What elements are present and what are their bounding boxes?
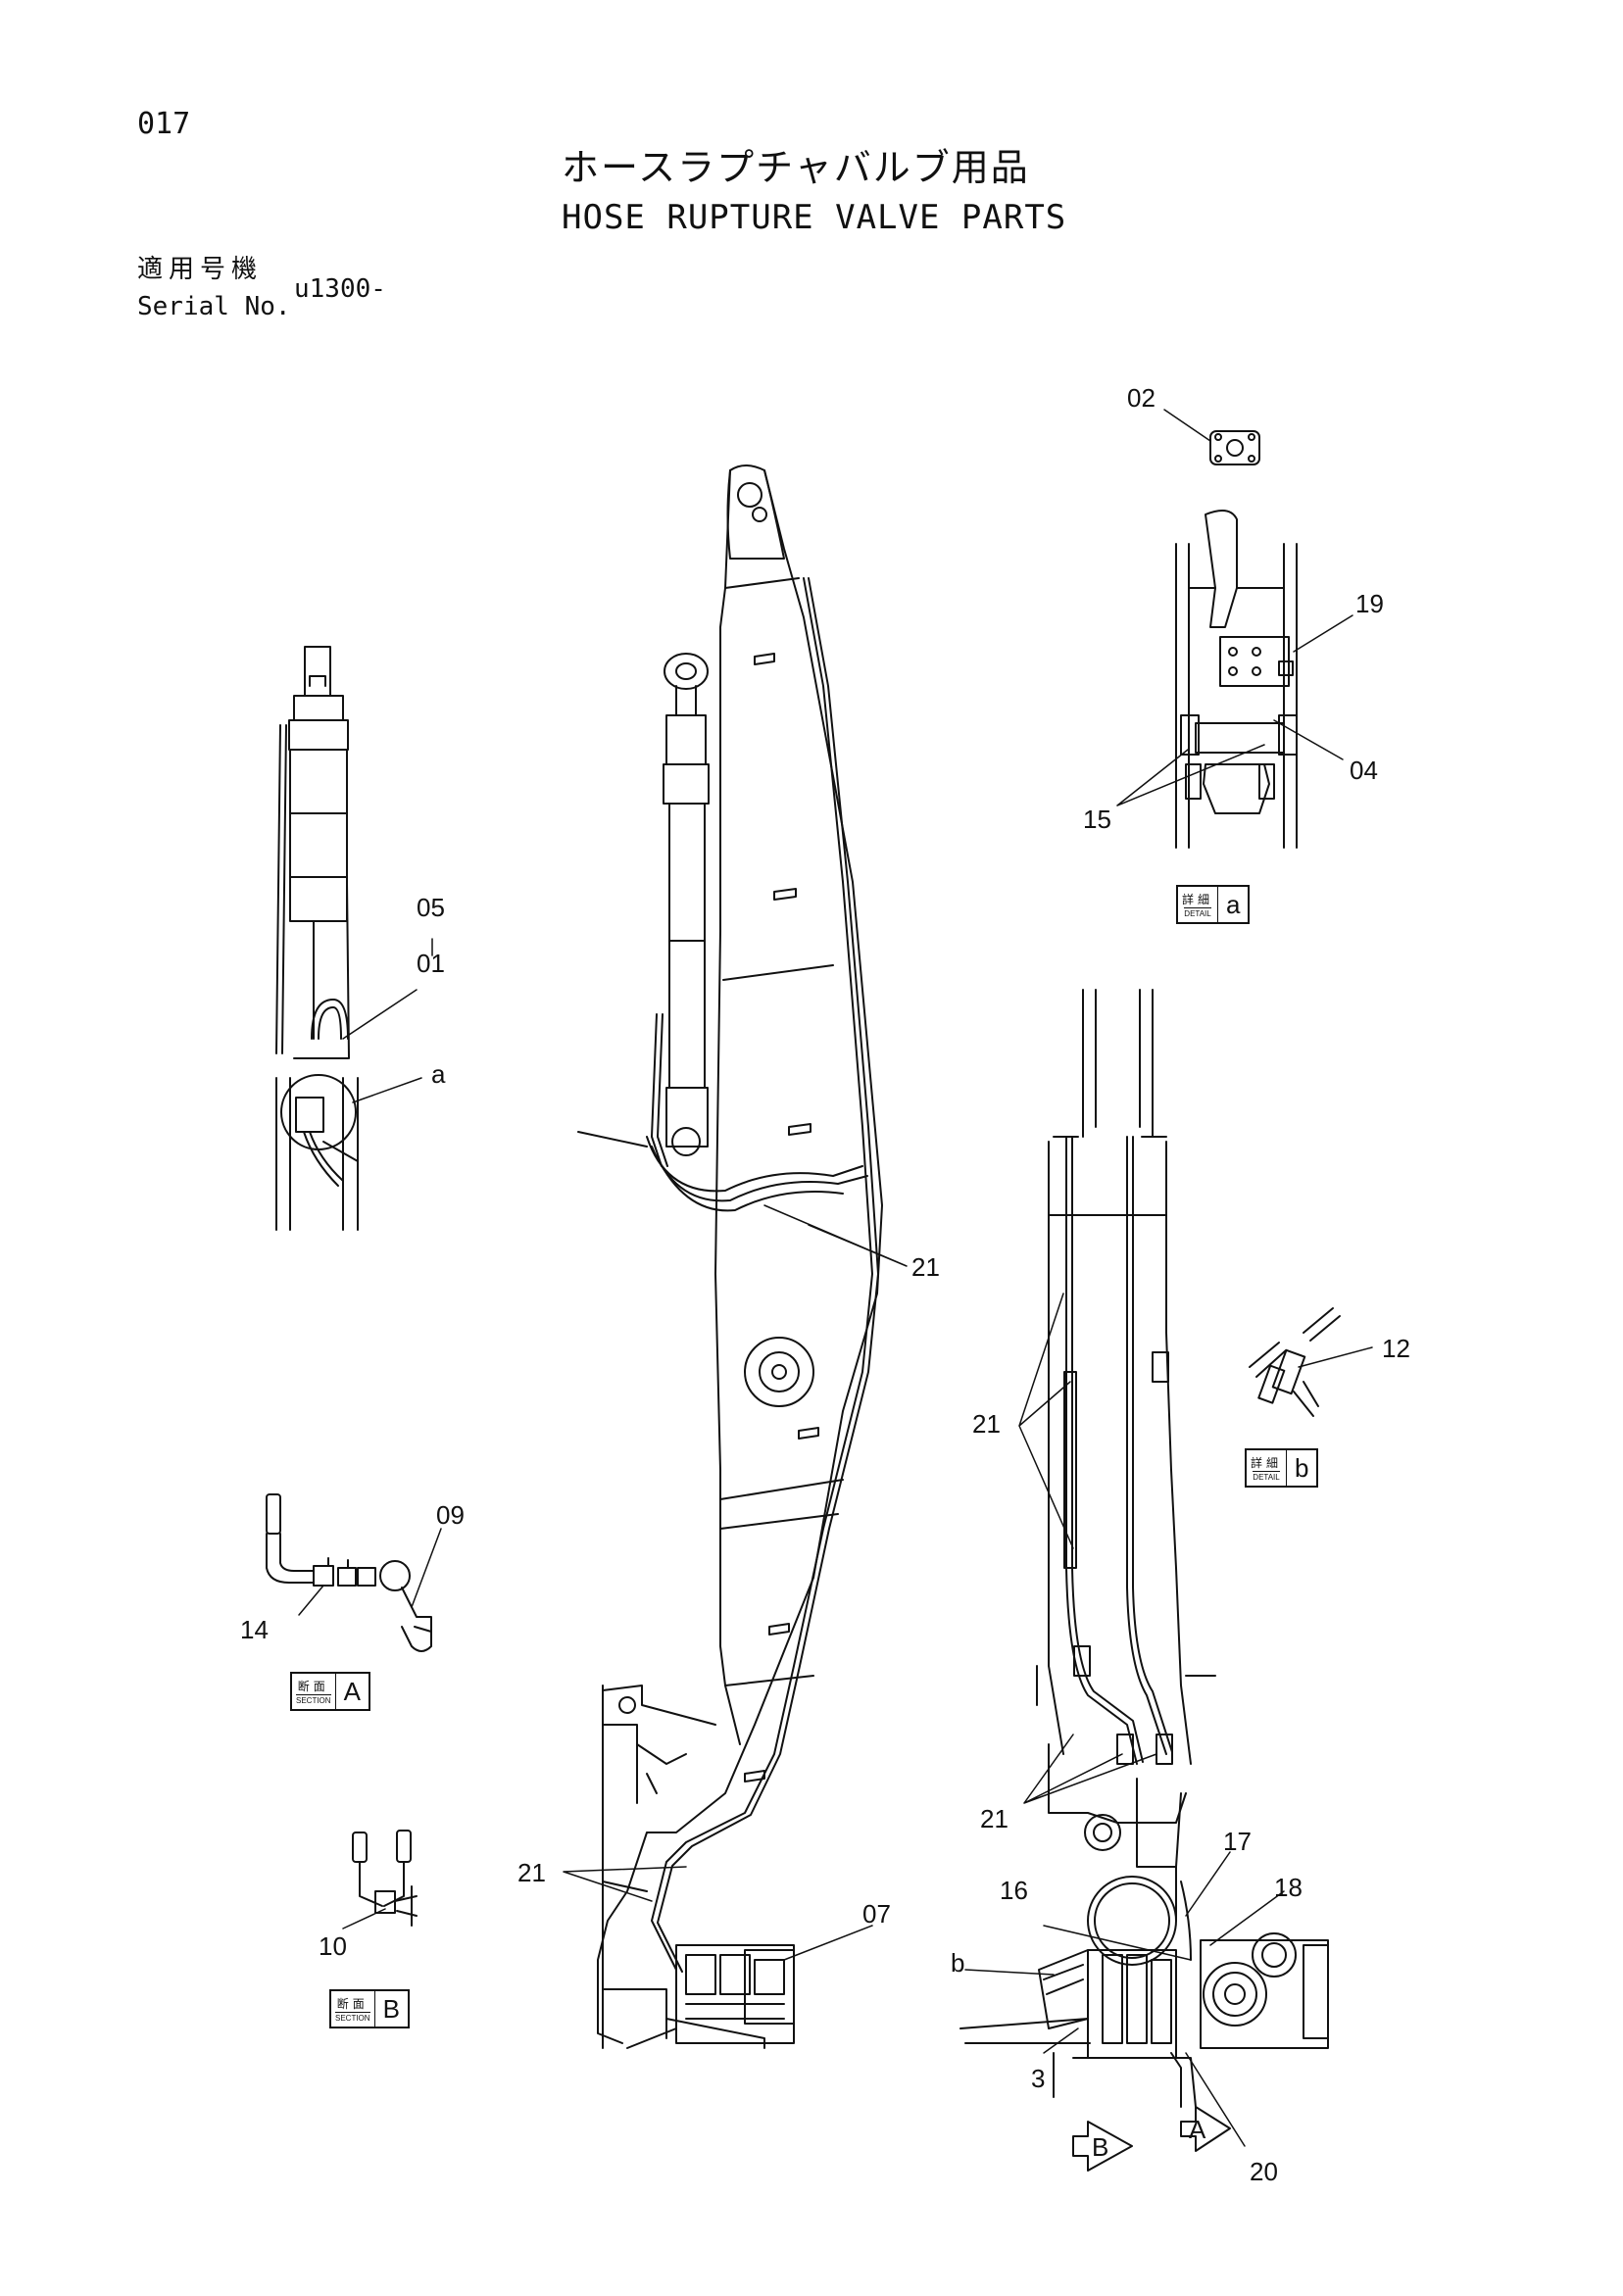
serial-label-japanese: 適用号機	[137, 255, 264, 284]
section-a-tag: 断面 SECTION	[292, 1674, 336, 1709]
detail-b-letter: b	[1295, 1452, 1309, 1483]
callout-09: 09	[436, 1500, 465, 1530]
section-a-tag-ja: 断面	[297, 1680, 329, 1693]
view-arrow-b-label: B	[1092, 2132, 1108, 2162]
callout-numbers: 02 19 04 15 05 01 a 21 21 12 09 14 21 21…	[240, 383, 1410, 2186]
page-number: 017	[137, 107, 191, 141]
callout-17: 17	[1223, 1827, 1252, 1856]
view-arrow-a	[1180, 2106, 1231, 2152]
arm-cylinder	[275, 646, 359, 1231]
hose-bundle-upper	[577, 1131, 868, 1212]
callout-21-right-upper: 21	[972, 1409, 1001, 1439]
view-arrow-b	[1072, 2121, 1133, 2172]
section-b-tag: 断面 SECTION	[331, 1991, 375, 2027]
section-a-drawing	[266, 1493, 432, 1652]
callout-05: 05	[417, 893, 445, 922]
serial-value: u1300-	[294, 274, 386, 304]
callout-16: 16	[1000, 1876, 1028, 1905]
page-title-japanese: ホースラプチャバルブ用品	[562, 146, 1030, 189]
lower-right-assembly	[959, 989, 1329, 2108]
detail-a-tag-ja: 詳細	[1182, 893, 1214, 906]
section-b-label: 断面 SECTION B	[329, 1989, 410, 2028]
boom-cylinder	[651, 653, 710, 1167]
view-arrows	[1072, 2106, 1231, 2172]
detail-b-label: 詳細 DETAIL b	[1245, 1448, 1319, 1488]
detail-a-tag: 詳細 DETAIL	[1178, 887, 1219, 922]
detail-b-tag-en: DETAIL	[1253, 1471, 1280, 1482]
detail-b-tag-ja: 詳細	[1251, 1456, 1283, 1470]
serial-label: Serial No.	[137, 292, 291, 321]
callout-12: 12	[1382, 1334, 1410, 1363]
detail-a-drawing	[1175, 510, 1298, 849]
section-b-drawing	[352, 1830, 418, 1927]
callout-a: a	[431, 1059, 446, 1089]
view-arrow-a-label: A	[1189, 2115, 1206, 2144]
detail-b-tag: 詳細 DETAIL	[1247, 1450, 1288, 1486]
section-b-tag-ja: 断面	[336, 1997, 369, 2011]
section-a-letter: A	[343, 1676, 361, 1706]
detail-a-label: 詳細 DETAIL a	[1176, 885, 1251, 924]
part-02-flange-plate	[1209, 430, 1260, 465]
callout-19: 19	[1355, 589, 1384, 618]
detail-a-letter: a	[1226, 889, 1241, 919]
boom-base-frame	[602, 1685, 795, 2049]
detail-a-tag-en: DETAIL	[1184, 907, 1211, 918]
callout-10: 10	[319, 1931, 347, 1961]
section-a-label: 断面 SECTION A	[290, 1672, 370, 1711]
callout-21-top: 21	[911, 1252, 940, 1282]
callout-04: 04	[1350, 756, 1378, 785]
callout-01: 01	[417, 949, 445, 978]
section-a-tag-en: SECTION	[296, 1694, 331, 1705]
callout-18: 18	[1274, 1873, 1303, 1902]
callout-3: 3	[1031, 2064, 1045, 2093]
callout-14: 14	[240, 1615, 269, 1644]
leader-lines	[298, 409, 1373, 2147]
detail-b-drawing	[1249, 1307, 1341, 1417]
section-b-letter: B	[382, 1993, 400, 2024]
callout-21-right-lower: 21	[980, 1804, 1008, 1833]
callout-20: 20	[1250, 2157, 1278, 2186]
callout-02: 02	[1127, 383, 1156, 413]
callout-07: 07	[862, 1899, 891, 1929]
callout-21-lower: 21	[517, 1858, 546, 1887]
page-title: HOSE RUPTURE VALVE PARTS	[562, 198, 1067, 237]
boom-assembly	[597, 464, 883, 2044]
callout-b: b	[951, 1948, 964, 1978]
section-b-tag-en: SECTION	[335, 2012, 370, 2023]
callout-15: 15	[1083, 805, 1111, 834]
